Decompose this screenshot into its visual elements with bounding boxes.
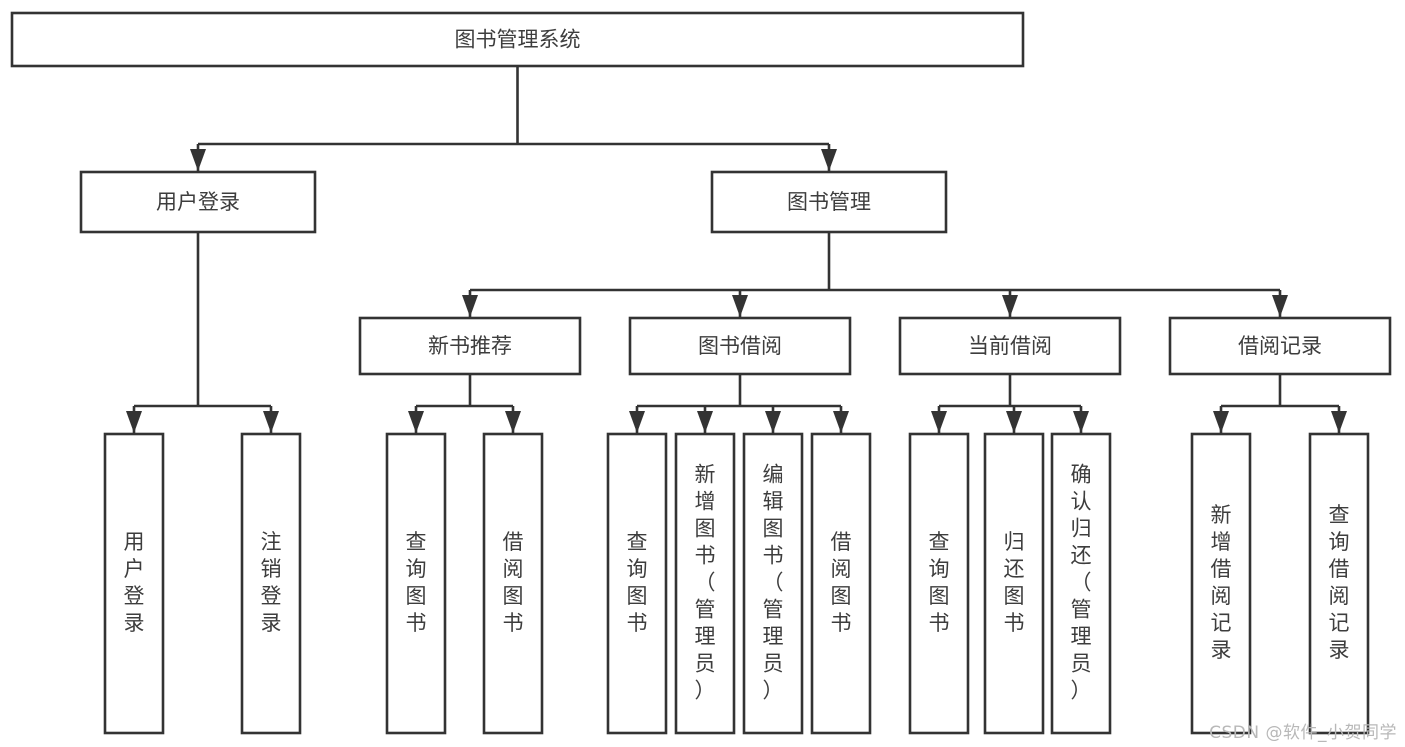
node-leaf-add-borrow-record[interactable]: 新增借阅记录 [1190, 432, 1252, 735]
arrow-head-icon [190, 149, 206, 171]
arrow-head-icon [1073, 411, 1089, 433]
arrow-head-icon [263, 411, 279, 433]
arrow-head-icon [1002, 295, 1018, 317]
arrow-head-icon [1213, 411, 1229, 433]
node-current-borrow[interactable]: 当前借阅 [898, 316, 1122, 376]
node-label-leaf-borrow-book-2: 借阅图书 [831, 530, 852, 635]
node-label-current-borrow: 当前借阅 [968, 334, 1052, 358]
connector-group-new-book-recommend [408, 374, 521, 433]
node-label-leaf-add-book-admin: 新增图书（管理员） [695, 462, 716, 702]
node-borrow-record[interactable]: 借阅记录 [1168, 316, 1392, 376]
node-box-book-borrow[interactable] [628, 316, 852, 376]
node-leaf-query-book-3[interactable]: 查询图书 [908, 432, 970, 735]
node-leaf-edit-book-admin[interactable]: 编辑图书（管理员） [742, 432, 804, 735]
node-box-leaf-query-book-3[interactable] [908, 432, 970, 735]
nodes-layer: 图书管理系统用户登录图书管理新书推荐图书借阅当前借阅借阅记录用户登录注销登录查询… [10, 11, 1392, 735]
node-box-leaf-borrow-book-1[interactable] [482, 432, 544, 735]
node-box-leaf-confirm-return-admin[interactable] [1050, 432, 1112, 735]
node-label-user-login: 用户登录 [156, 190, 240, 214]
node-user-login[interactable]: 用户登录 [79, 170, 317, 234]
node-box-leaf-add-book-admin[interactable] [674, 432, 736, 735]
node-box-leaf-borrow-book-2[interactable] [810, 432, 872, 735]
node-label-leaf-return-book: 归还图书 [1004, 530, 1025, 635]
node-box-user-login[interactable] [79, 170, 317, 234]
node-leaf-query-book-2[interactable]: 查询图书 [606, 432, 668, 735]
node-leaf-borrow-book-1[interactable]: 借阅图书 [482, 432, 544, 735]
arrow-head-icon [1272, 295, 1288, 317]
node-label-book-manage: 图书管理 [787, 190, 871, 214]
node-label-leaf-edit-book-admin: 编辑图书（管理员） [763, 462, 784, 702]
node-box-leaf-add-borrow-record[interactable] [1190, 432, 1252, 735]
node-book-borrow[interactable]: 图书借阅 [628, 316, 852, 376]
node-leaf-confirm-return-admin[interactable]: 确认归还（管理员） [1050, 432, 1112, 735]
node-label-leaf-query-book-3: 查询图书 [929, 530, 950, 635]
node-leaf-add-book-admin[interactable]: 新增图书（管理员） [674, 432, 736, 735]
connector-group-user-login [126, 232, 279, 433]
arrow-head-icon [1331, 411, 1347, 433]
node-leaf-query-book-1[interactable]: 查询图书 [385, 432, 447, 735]
node-leaf-return-book[interactable]: 归还图书 [983, 432, 1045, 735]
arrow-head-icon [697, 411, 713, 433]
connector-group-book-borrow [629, 374, 849, 433]
node-box-leaf-edit-book-admin[interactable] [742, 432, 804, 735]
node-root[interactable]: 图书管理系统 [10, 11, 1025, 68]
node-book-manage[interactable]: 图书管理 [710, 170, 948, 234]
connector-group-book-manage [462, 232, 1288, 317]
node-label-borrow-record: 借阅记录 [1238, 334, 1322, 358]
node-label-leaf-query-book-1: 查询图书 [406, 530, 427, 635]
arrow-head-icon [505, 411, 521, 433]
node-label-new-book-recommend: 新书推荐 [428, 334, 512, 358]
node-box-leaf-query-book-1[interactable] [385, 432, 447, 735]
arrow-head-icon [462, 295, 478, 317]
node-label-leaf-user-login: 用户登录 [124, 530, 145, 635]
arrow-head-icon [821, 149, 837, 171]
connectors-layer [126, 66, 1347, 433]
node-box-root[interactable] [10, 11, 1025, 68]
node-label-leaf-add-borrow-record: 新增借阅记录 [1211, 503, 1232, 662]
node-new-book-recommend[interactable]: 新书推荐 [358, 316, 582, 376]
node-label-leaf-borrow-book-1: 借阅图书 [503, 530, 524, 635]
node-box-leaf-user-login[interactable] [103, 432, 165, 735]
arrow-head-icon [765, 411, 781, 433]
node-label-leaf-query-borrow-record: 查询借阅记录 [1329, 503, 1350, 662]
node-box-leaf-user-logout[interactable] [240, 432, 302, 735]
node-box-new-book-recommend[interactable] [358, 316, 582, 376]
connector-group-borrow-record [1213, 374, 1347, 433]
connector-group-current-borrow [931, 374, 1089, 433]
connector-group-root [190, 66, 837, 171]
node-box-current-borrow[interactable] [898, 316, 1122, 376]
node-leaf-borrow-book-2[interactable]: 借阅图书 [810, 432, 872, 735]
arrow-head-icon [931, 411, 947, 433]
arrow-head-icon [833, 411, 849, 433]
node-box-leaf-query-borrow-record[interactable] [1308, 432, 1370, 735]
node-box-leaf-return-book[interactable] [983, 432, 1045, 735]
node-leaf-query-borrow-record[interactable]: 查询借阅记录 [1308, 432, 1370, 735]
arrow-head-icon [732, 295, 748, 317]
node-label-leaf-user-logout: 注销登录 [261, 530, 282, 635]
node-box-borrow-record[interactable] [1168, 316, 1392, 376]
node-leaf-user-login[interactable]: 用户登录 [103, 432, 165, 735]
node-label-leaf-confirm-return-admin: 确认归还（管理员） [1071, 462, 1092, 702]
arrow-head-icon [126, 411, 142, 433]
arrow-head-icon [1006, 411, 1022, 433]
node-label-leaf-query-book-2: 查询图书 [627, 530, 648, 635]
arrow-head-icon [629, 411, 645, 433]
node-leaf-user-logout[interactable]: 注销登录 [240, 432, 302, 735]
arrow-head-icon [408, 411, 424, 433]
node-box-book-manage[interactable] [710, 170, 948, 234]
node-label-book-borrow: 图书借阅 [698, 334, 782, 358]
node-box-leaf-query-book-2[interactable] [606, 432, 668, 735]
node-label-root: 图书管理系统 [455, 28, 581, 52]
